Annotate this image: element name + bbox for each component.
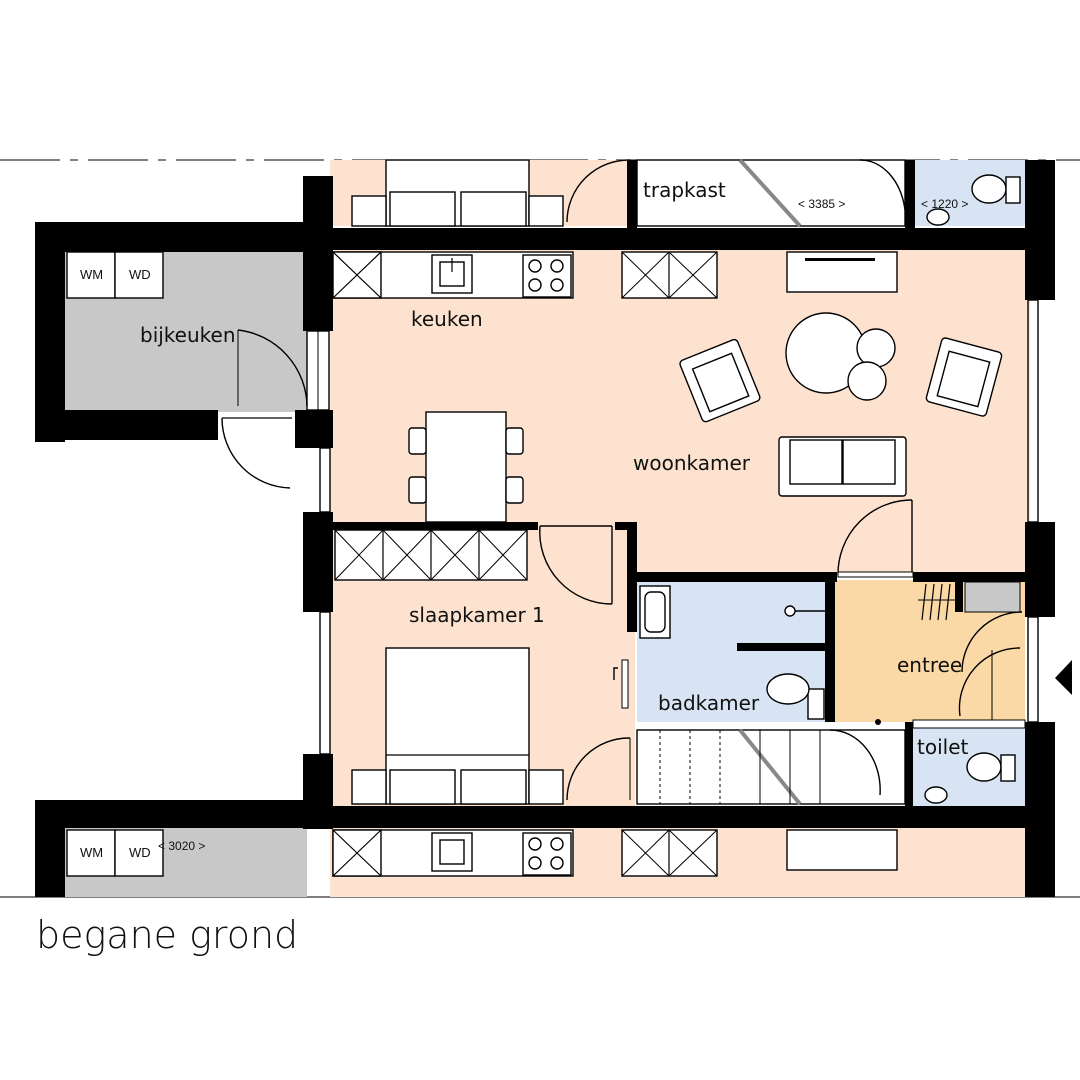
entrance-arrow-icon <box>1055 660 1072 695</box>
toilet-top-fixtures <box>926 174 1021 226</box>
room-label-trapkast: trapkast <box>643 178 726 202</box>
dimension-toilet-top: < 1220 > <box>921 197 968 211</box>
double-bed <box>385 647 530 805</box>
room-label-toilet: toilet <box>917 735 968 759</box>
room-label-entree: entree <box>897 653 962 677</box>
bijkeuken-appliances: WM WD <box>66 251 164 299</box>
room-label-slaapkamer: slaapkamer 1 <box>409 603 545 627</box>
front-door[interactable] <box>875 611 1023 725</box>
wd-label: WD <box>129 267 151 282</box>
bedroom-door[interactable] <box>539 525 613 605</box>
room-label-bijkeuken: bijkeuken <box>140 323 236 347</box>
windows <box>306 299 1039 755</box>
room-label-woonkamer: woonkamer <box>633 451 751 475</box>
toilet-door[interactable] <box>912 719 1026 729</box>
kitchen-counter <box>332 251 898 299</box>
neighbour-bed-top <box>351 159 564 227</box>
wm-label: WM <box>80 267 103 282</box>
trapkast-door[interactable] <box>566 159 631 223</box>
bathroom-fixtures <box>639 585 825 720</box>
dining-table <box>408 411 524 523</box>
wm-label-bottom: WM <box>80 845 103 860</box>
dimension-stair-top: < 3385 > <box>798 197 845 211</box>
room-label-badkamer: badkamer <box>658 691 760 715</box>
bedroom-wardrobe <box>334 529 528 581</box>
entree-fixtures <box>918 581 1021 621</box>
toilet-fixtures <box>924 752 1016 804</box>
dimension-storage-bottom: < 3020 > <box>158 839 205 853</box>
stairs-bottom <box>636 728 906 806</box>
bedside-tables <box>351 769 564 805</box>
wd-label-bottom: WD <box>129 845 151 860</box>
room-label-keuken: keuken <box>411 307 483 331</box>
entree-door-from-living[interactable] <box>837 499 914 578</box>
bottom-neighbour-kitchen <box>332 829 898 877</box>
bedroom-stair-door[interactable] <box>566 737 631 801</box>
bathroom-sliding-door[interactable] <box>613 659 629 709</box>
living-furniture <box>679 312 1003 497</box>
floor-title: begane grond <box>36 913 298 957</box>
bottom-neighbour-appliances: WM WD <box>66 829 164 877</box>
stairs-top <box>636 158 906 228</box>
bijkeuken-door[interactable] <box>221 329 308 489</box>
walls <box>35 160 1055 897</box>
